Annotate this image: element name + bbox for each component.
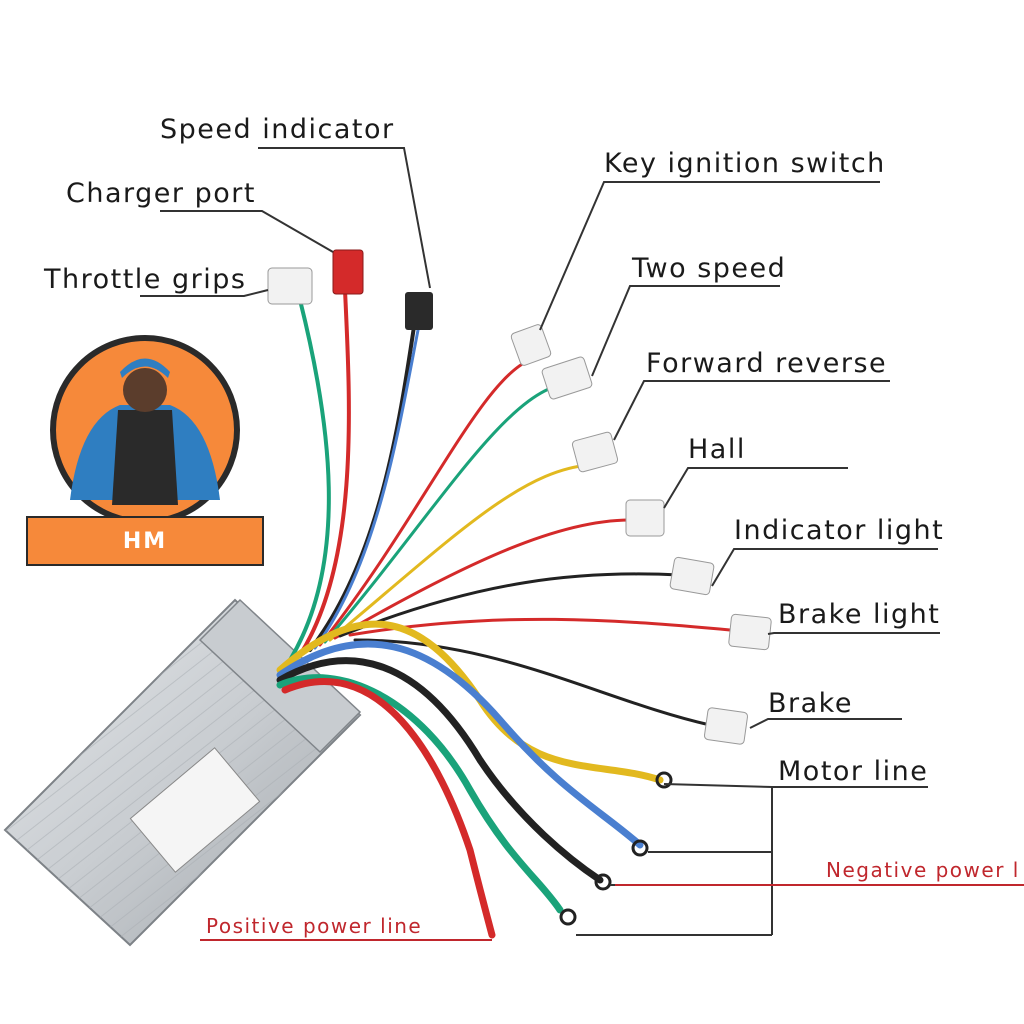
logo-text: HM [122, 528, 168, 554]
power-leader-lines [200, 884, 1024, 941]
label-hall: Hall [688, 434, 746, 465]
leader-lines [140, 147, 940, 936]
label-forward-reverse: Forward reverse [646, 348, 888, 379]
label-motor-line: Motor line [778, 756, 929, 787]
label-throttle-grips: Throttle grips [44, 264, 247, 295]
label-negative-power-line: Negative power l [826, 858, 1020, 882]
label-brake-light: Brake light [778, 599, 941, 630]
label-key-ignition-switch: Key ignition switch [604, 148, 886, 179]
logo-badge: HM [26, 516, 264, 566]
label-charger-port: Charger port [66, 178, 256, 209]
connectors [267, 249, 772, 926]
wire-bundle [276, 288, 732, 939]
logo-emblem [50, 335, 240, 525]
label-brake: Brake [768, 688, 853, 719]
label-indicator-light: Indicator light [734, 515, 945, 546]
label-speed-indicator: Speed indicator [160, 114, 395, 145]
label-positive-power-line: Positive power line [206, 914, 423, 938]
label-two-speed: Two speed [632, 253, 787, 284]
